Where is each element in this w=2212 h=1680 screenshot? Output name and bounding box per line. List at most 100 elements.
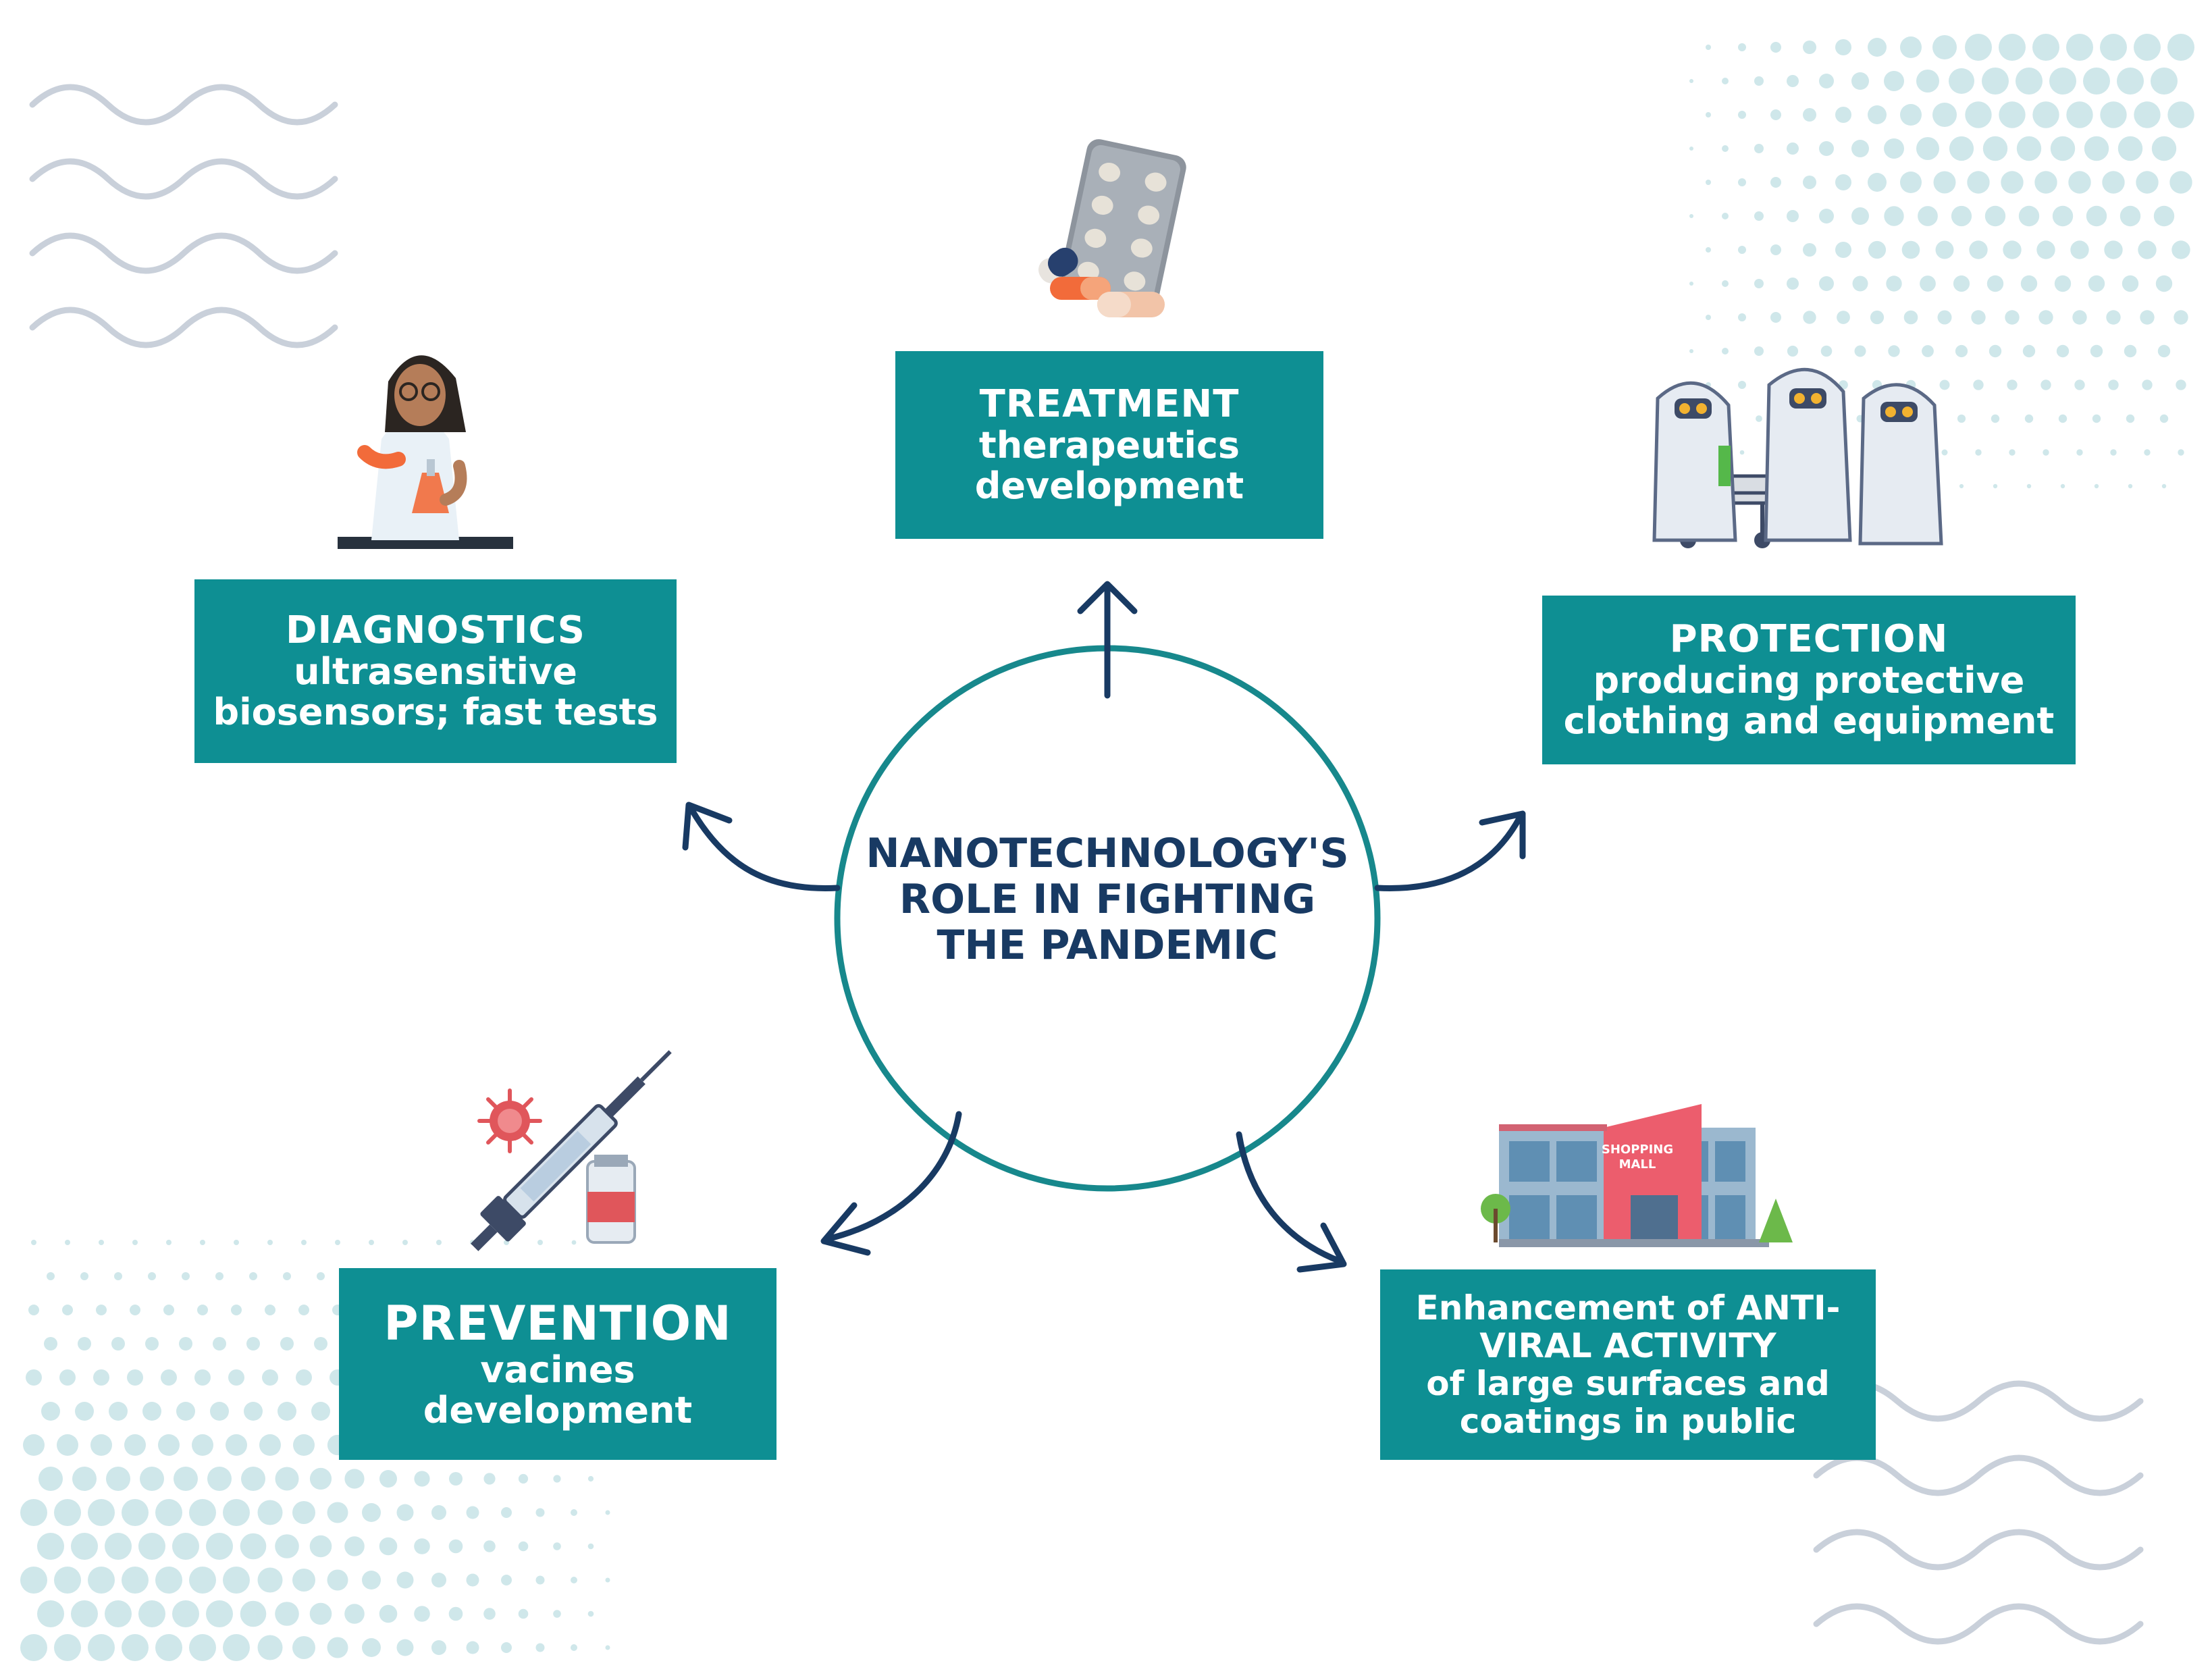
decor-dot xyxy=(1738,246,1746,254)
wave-pattern-top-left xyxy=(29,84,338,348)
decor-dot xyxy=(553,1475,561,1483)
diagnostics-title: DIAGNOSTICS xyxy=(286,608,585,652)
decor-dot xyxy=(2136,171,2159,194)
decor-dot xyxy=(2083,68,2110,95)
decor-dot xyxy=(194,1369,211,1386)
decor-dot xyxy=(1803,243,1816,257)
decor-dot xyxy=(71,1600,98,1627)
decor-dot xyxy=(1835,39,1851,55)
decor-dot xyxy=(1918,206,1938,226)
decor-dot xyxy=(47,1272,55,1280)
decor-dot xyxy=(240,1533,267,1560)
decor-dot xyxy=(1754,346,1764,356)
decor-dot xyxy=(240,1600,267,1627)
decor-dot xyxy=(62,1305,73,1315)
decor-dot xyxy=(2176,379,2186,390)
decor-dot xyxy=(1999,34,2026,61)
decor-dot xyxy=(301,1240,307,1245)
prevention-desc-line1: vacines xyxy=(480,1348,635,1391)
decor-dot xyxy=(2138,240,2157,259)
protection-title: PROTECTION xyxy=(1669,617,1949,661)
decor-dot xyxy=(2117,68,2144,95)
decor-dot xyxy=(138,1600,165,1627)
decor-dot xyxy=(1986,275,2004,292)
decor-dot xyxy=(1722,213,1729,219)
decor-dot xyxy=(54,1499,81,1526)
decor-dot xyxy=(1900,36,1922,58)
decor-dot xyxy=(2032,34,2059,61)
decor-dot xyxy=(155,1634,182,1661)
decor-dot xyxy=(114,1272,122,1280)
surfaces-line3: of large surfaces and xyxy=(1426,1364,1830,1403)
decor-dot xyxy=(2024,414,2034,423)
decor-dot xyxy=(327,1502,348,1523)
decor-dot xyxy=(1989,344,2002,358)
decor-dot xyxy=(1933,171,1956,194)
decor-dot xyxy=(1819,209,1834,224)
decor-dot xyxy=(223,1567,250,1594)
decor-dot xyxy=(1739,450,1745,455)
pills-icon xyxy=(1038,139,1186,317)
decor-dot xyxy=(20,1499,47,1526)
decor-dot xyxy=(1868,105,1887,124)
decor-dot xyxy=(1787,142,1799,155)
decor-dot xyxy=(296,1369,312,1386)
decor-dot xyxy=(293,1434,315,1456)
decor-dot xyxy=(2049,68,2076,95)
decor-dot xyxy=(1738,178,1746,186)
decor-dot xyxy=(537,1240,543,1245)
decor-dot xyxy=(1803,176,1816,189)
decor-dot xyxy=(1949,68,1974,94)
decor-dot xyxy=(206,1600,233,1627)
decor-dot xyxy=(1787,210,1799,222)
decor-dot xyxy=(28,1305,39,1315)
decor-dot xyxy=(1959,483,1964,489)
decor-dot xyxy=(587,1610,594,1617)
decor-dot xyxy=(1722,280,1729,287)
decor-dot xyxy=(231,1305,242,1315)
decor-dot xyxy=(275,1602,299,1626)
decor-dot xyxy=(605,1645,610,1650)
decor-dot xyxy=(309,1602,332,1625)
decor-dot xyxy=(1969,240,1988,259)
diagnostics-desc-line1: ultrasensitive xyxy=(294,650,577,693)
decor-dot xyxy=(1884,138,1904,159)
decor-dot xyxy=(1955,344,1968,358)
decor-dot xyxy=(466,1506,479,1519)
decor-dot xyxy=(2003,240,2022,259)
decor-dot xyxy=(166,1240,172,1245)
decor-dot xyxy=(1884,71,1904,91)
decor-dot xyxy=(127,1369,143,1386)
decor-dot xyxy=(1999,101,2026,128)
decor-dot xyxy=(362,1638,381,1657)
decor-dot xyxy=(257,1500,283,1525)
decor-dot xyxy=(278,1402,296,1421)
decor-dot xyxy=(111,1337,125,1350)
decor-dot xyxy=(1689,282,1693,286)
decor-dot xyxy=(1868,240,1887,259)
decor-dot xyxy=(2128,483,2133,489)
decor-dot xyxy=(518,1541,529,1552)
decor-dot xyxy=(228,1369,244,1386)
decor-dot xyxy=(1787,75,1799,87)
decor-dot xyxy=(1754,211,1764,221)
decor-dot xyxy=(1756,415,1762,422)
decor-dot xyxy=(2068,171,2091,194)
decor-dot xyxy=(2076,449,2083,456)
decor-dot xyxy=(2174,310,2188,325)
decor-dot xyxy=(2016,136,2042,161)
decor-dot xyxy=(223,1634,250,1661)
decor-dot xyxy=(90,1434,112,1456)
decor-dot xyxy=(158,1434,180,1456)
decor-dot xyxy=(2100,34,2127,61)
decor-dot xyxy=(414,1471,430,1487)
decor-dot xyxy=(2167,101,2194,128)
decor-dot xyxy=(1932,103,1957,127)
decor-dot xyxy=(2140,310,2155,325)
prevention-box: PREVENTION vacines development xyxy=(339,1268,776,1460)
decor-dot xyxy=(501,1575,512,1585)
decor-dot xyxy=(2084,136,2109,161)
decor-dot xyxy=(535,1575,545,1585)
decor-dot xyxy=(37,1600,64,1627)
decor-dot xyxy=(2171,240,2190,259)
